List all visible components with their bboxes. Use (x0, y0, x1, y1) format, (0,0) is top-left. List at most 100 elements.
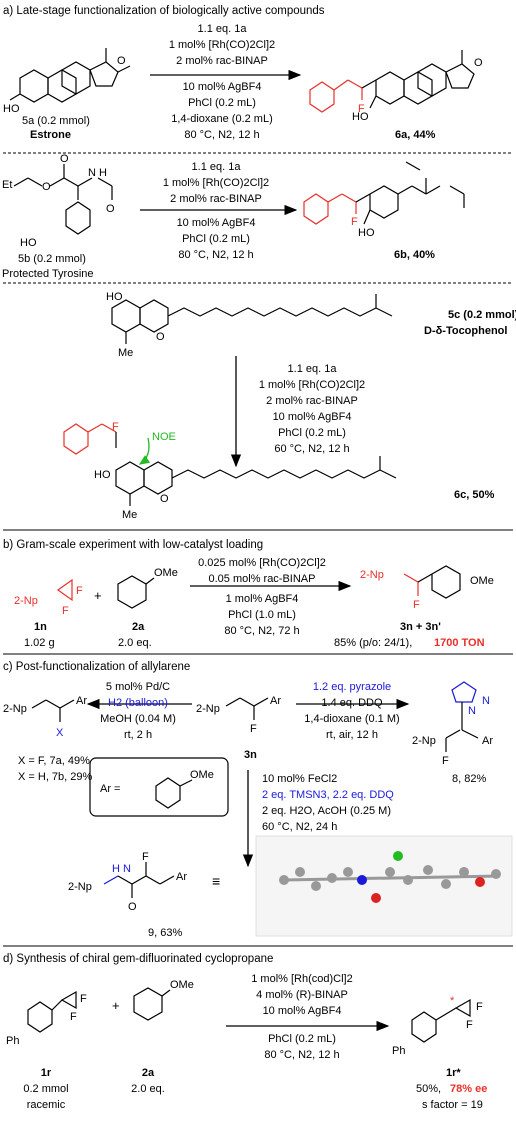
sm-5b-label: 5b (0.2 mmol) (18, 253, 86, 265)
f1-1r: F (80, 993, 87, 1005)
svg-text:rt, air, 12 h: rt, air, 12 h (326, 729, 378, 741)
np-3n: 2-Np (360, 569, 384, 581)
svg-text:H2 (balloon): H2 (balloon) (108, 697, 168, 709)
nh-9: H N (112, 863, 131, 875)
product-6b-structure (303, 161, 465, 225)
ph-1r: Ph (6, 1035, 19, 1047)
amide-o: O (106, 203, 115, 215)
ome-bond (145, 577, 155, 585)
ar-definition-box (89, 757, 229, 817)
svg-text:0.025 mol% [Rh(CO)2Cl]2: 0.025 mol% [Rh(CO)2Cl]2 (198, 557, 326, 569)
estrone-structure (9, 48, 131, 103)
conditions-a1: 1.1 eq. 1a 1 mol% [Rh(CO)2Cl]2 2 mol% ra… (169, 23, 275, 141)
tyrosine-structure (13, 164, 113, 235)
np-label-1n: 2-Np (14, 595, 38, 607)
np-7: 2-Np (3, 703, 27, 715)
product-7-structure (31, 699, 75, 722)
svg-text:80 °C, N2, 72 h: 80 °C, N2, 72 h (224, 625, 299, 637)
product-3n-label: 3n + 3n' (400, 621, 441, 633)
svg-text:10 mol% AgBF4: 10 mol% AgBF4 (273, 411, 352, 423)
svg-text:1 mol% AgBF4: 1 mol% AgBF4 (226, 593, 299, 605)
ketone-o: O (117, 55, 126, 67)
res-7a: X = F, 7a, 49% (18, 755, 90, 767)
center-3n-label: 3n (244, 749, 257, 761)
svg-text:5 mol% Pd/C: 5 mol% Pd/C (106, 681, 170, 693)
f1-1r-star: F (476, 1001, 483, 1013)
svg-text:60 °C, N2, 12 h: 60 °C, N2, 12 h (274, 443, 349, 455)
noe-label: NOE (152, 431, 176, 443)
sm-1r-info: 1r 0.2 mmol racemic (23, 1067, 68, 1111)
ar-ome: OMe (190, 769, 214, 781)
o-toc: O (156, 331, 165, 343)
plus-b: + (94, 588, 102, 603)
o-9: O (128, 901, 137, 913)
ar-phenyl (155, 777, 181, 809)
svg-text:1,4-dioxane (0.2 mL): 1,4-dioxane (0.2 mL) (171, 113, 273, 125)
ar-ome-bond (179, 779, 193, 787)
n2-pyrazole: N (482, 695, 490, 707)
svg-text:1 mol% [Rh(CO)2Cl]2: 1 mol% [Rh(CO)2Cl]2 (163, 177, 269, 189)
product-6a-structure (309, 50, 475, 113)
svg-text:10 mol% AgBF4: 10 mol% AgBF4 (263, 1005, 342, 1017)
result-b: 85% (p/o: 24/1), (334, 637, 412, 649)
svg-text:1.1 eq. 1a: 1.1 eq. 1a (288, 363, 338, 375)
section-b-title: b) Gram-scale experiment with low-cataly… (3, 539, 263, 551)
svg-text:2 eq. TMSN3, 2.2 eq. DDQ: 2 eq. TMSN3, 2.2 eq. DDQ (262, 789, 394, 801)
svg-text:2 mol% rac-BINAP: 2 mol% rac-BINAP (170, 193, 262, 205)
product-8-label: 8, 82% (452, 773, 486, 785)
tocopherol-structure (111, 294, 393, 344)
svg-text:10 mol% AgBF4: 10 mol% AgBF4 (177, 217, 256, 229)
svg-text:2.0 eq.: 2.0 eq. (131, 1083, 165, 1095)
ome-3n: OMe (470, 575, 494, 587)
ton-b: 1700 TON (434, 637, 485, 649)
svg-text:0.2 mmol: 0.2 mmol (23, 1083, 68, 1095)
section-c-title: c) Post-functionalization of allylarene (3, 661, 190, 673)
svg-text:80 °C, N2, 12 h: 80 °C, N2, 12 h (184, 129, 259, 141)
sm-5a-name: Estrone (30, 129, 71, 141)
product-1r-ee: 78% ee (450, 1083, 487, 1095)
svg-text:2a: 2a (142, 1067, 155, 1079)
conditions-a3: 1.1 eq. 1a 1 mol% [Rh(CO)2Cl]2 2 mol% ra… (259, 363, 365, 455)
f-3n: F (413, 599, 420, 611)
allylarene-3n (225, 697, 269, 720)
svg-text:1.1 eq. 1a: 1.1 eq. 1a (192, 161, 242, 173)
anisole-2a (117, 575, 147, 609)
ho-label: HO (3, 103, 20, 115)
ho-6b: HO (358, 227, 375, 239)
xray-structure (279, 851, 501, 903)
cyclopropane-1n (56, 578, 73, 602)
np-9: 2-Np (68, 881, 92, 893)
product-6b-label: 6b, 40% (394, 249, 435, 261)
anisole-2a-d (133, 987, 163, 1021)
svg-text:PhCl (0.2 mL): PhCl (0.2 mL) (182, 233, 250, 245)
ho-tyr: HO (20, 237, 37, 249)
f-label-6c: F (112, 421, 119, 433)
sm-2a-label: 2a (132, 621, 145, 633)
sm-2a-info-d: 2a 2.0 eq. (131, 1067, 165, 1095)
svg-text:2 eq. H2O, AcOH (0.25 M): 2 eq. H2O, AcOH (0.25 M) (262, 805, 391, 817)
ar-definition-label: Ar = (100, 783, 120, 795)
svg-text:1.2 eq. pyrazole: 1.2 eq. pyrazole (313, 681, 391, 693)
ho-toc: HO (106, 291, 123, 303)
product-6a-label: 6a, 44% (395, 129, 436, 141)
f2-1r-star: F (466, 1019, 473, 1031)
product-3n-structure (403, 565, 461, 599)
xray-structure-box (255, 835, 513, 937)
svg-text:1r: 1r (41, 1067, 52, 1079)
svg-text:4 mol% (R)-BINAP: 4 mol% (R)-BINAP (256, 989, 348, 1001)
np-8: 2-Np (412, 735, 436, 747)
nh-label: N H (88, 167, 107, 179)
ph-1r-star: Ph (392, 1045, 405, 1057)
svg-text:PhCl (0.2 mL): PhCl (0.2 mL) (278, 427, 346, 439)
f-8: F (442, 755, 449, 767)
svg-text:1 mol% [Rh(CO)2Cl]2: 1 mol% [Rh(CO)2Cl]2 (169, 39, 275, 51)
sm-1n-amt: 1.02 g (24, 637, 55, 649)
sm-5b-name: Protected Tyrosine (2, 268, 94, 280)
ketone-o-6a: O (474, 57, 483, 69)
et-label: Et (2, 179, 12, 191)
product-1r-yield: 50%, (416, 1083, 441, 1095)
me-toc: Me (118, 347, 133, 359)
sm-5c-label: 5c (0.2 mmol) (448, 309, 516, 321)
ho-6c: HO (94, 469, 111, 481)
svg-text:PhCl (0.2 mL): PhCl (0.2 mL) (268, 1033, 336, 1045)
